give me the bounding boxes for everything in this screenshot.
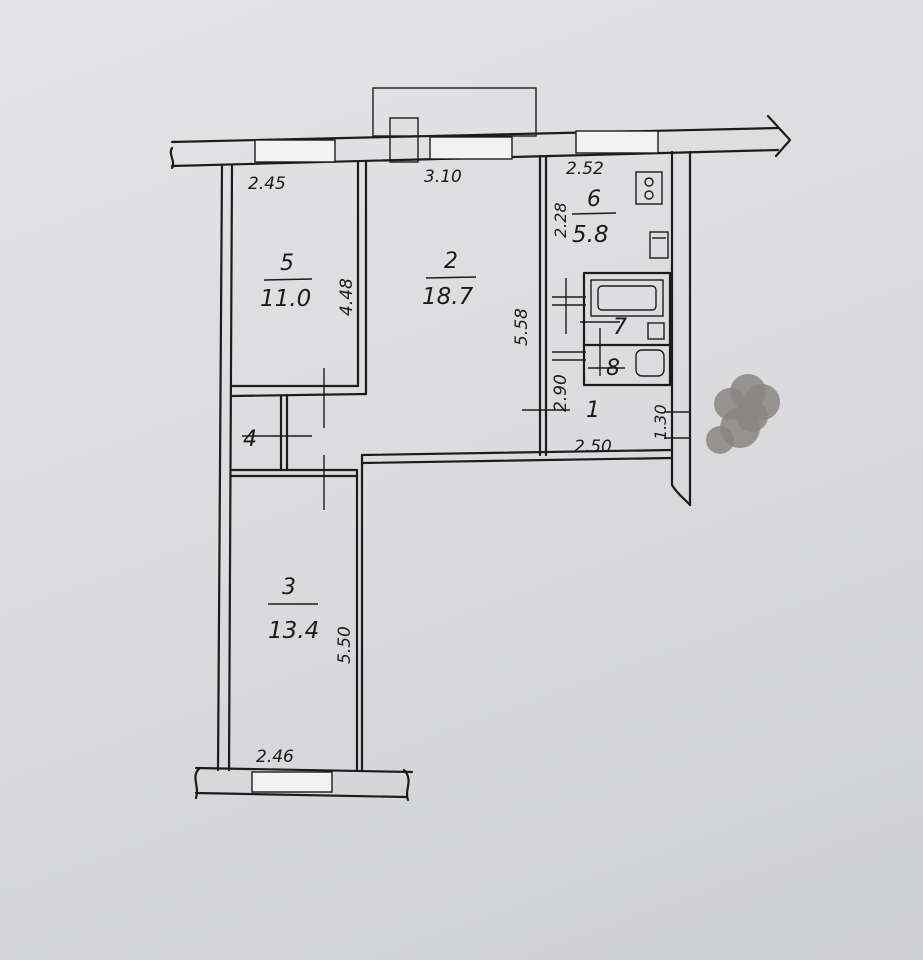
dim-hall-small: 1.30 xyxy=(651,404,670,440)
window-room2 xyxy=(429,136,513,160)
dim-room6-width: 2.52 xyxy=(566,159,604,179)
window-room5 xyxy=(254,139,336,163)
room3-number: 3 xyxy=(282,575,296,600)
room6-area: 5.8 xyxy=(572,222,609,248)
room2-number: 2 xyxy=(444,249,458,274)
room5-walls xyxy=(230,160,368,398)
dim-hall-length: 2.90 xyxy=(551,374,571,412)
dim-room2-length: 5.58 xyxy=(512,308,532,346)
room5-number: 5 xyxy=(280,251,294,276)
dim-room6-length: 2.28 xyxy=(551,202,570,238)
hall-door-marks xyxy=(522,380,690,440)
room4-number: 4 xyxy=(243,427,257,452)
room5-area: 11.0 xyxy=(260,286,311,312)
window-room3 xyxy=(251,771,333,793)
dim-room2-width: 3.10 xyxy=(424,167,462,187)
room8-number: 8 xyxy=(606,356,620,381)
redaction-blot xyxy=(706,374,780,454)
bottom-exterior-wall xyxy=(194,766,414,802)
dim-room3-length: 5.50 xyxy=(335,626,355,664)
right-exterior-wall xyxy=(670,150,692,507)
dim-hall-width: 2.50 xyxy=(574,437,612,457)
room6-number: 6 xyxy=(587,187,601,212)
room7-number: 7 xyxy=(613,315,627,340)
dim-room5-width: 2.45 xyxy=(248,174,286,194)
window-room6 xyxy=(575,130,659,154)
room2-area: 18.7 xyxy=(422,284,474,310)
kitchen-stove xyxy=(635,171,663,205)
dim-room5-length: 4.48 xyxy=(337,278,357,316)
balcony-door xyxy=(389,117,419,163)
corridor-wall xyxy=(355,448,674,772)
left-exterior-wall xyxy=(216,164,234,772)
room3-area: 13.4 xyxy=(268,618,319,644)
closet-walls xyxy=(230,368,359,510)
dim-room3-width: 2.46 xyxy=(256,747,294,767)
bathroom-block xyxy=(552,271,672,387)
room1-number: 1 xyxy=(586,398,600,423)
kitchen-sink xyxy=(649,231,669,259)
